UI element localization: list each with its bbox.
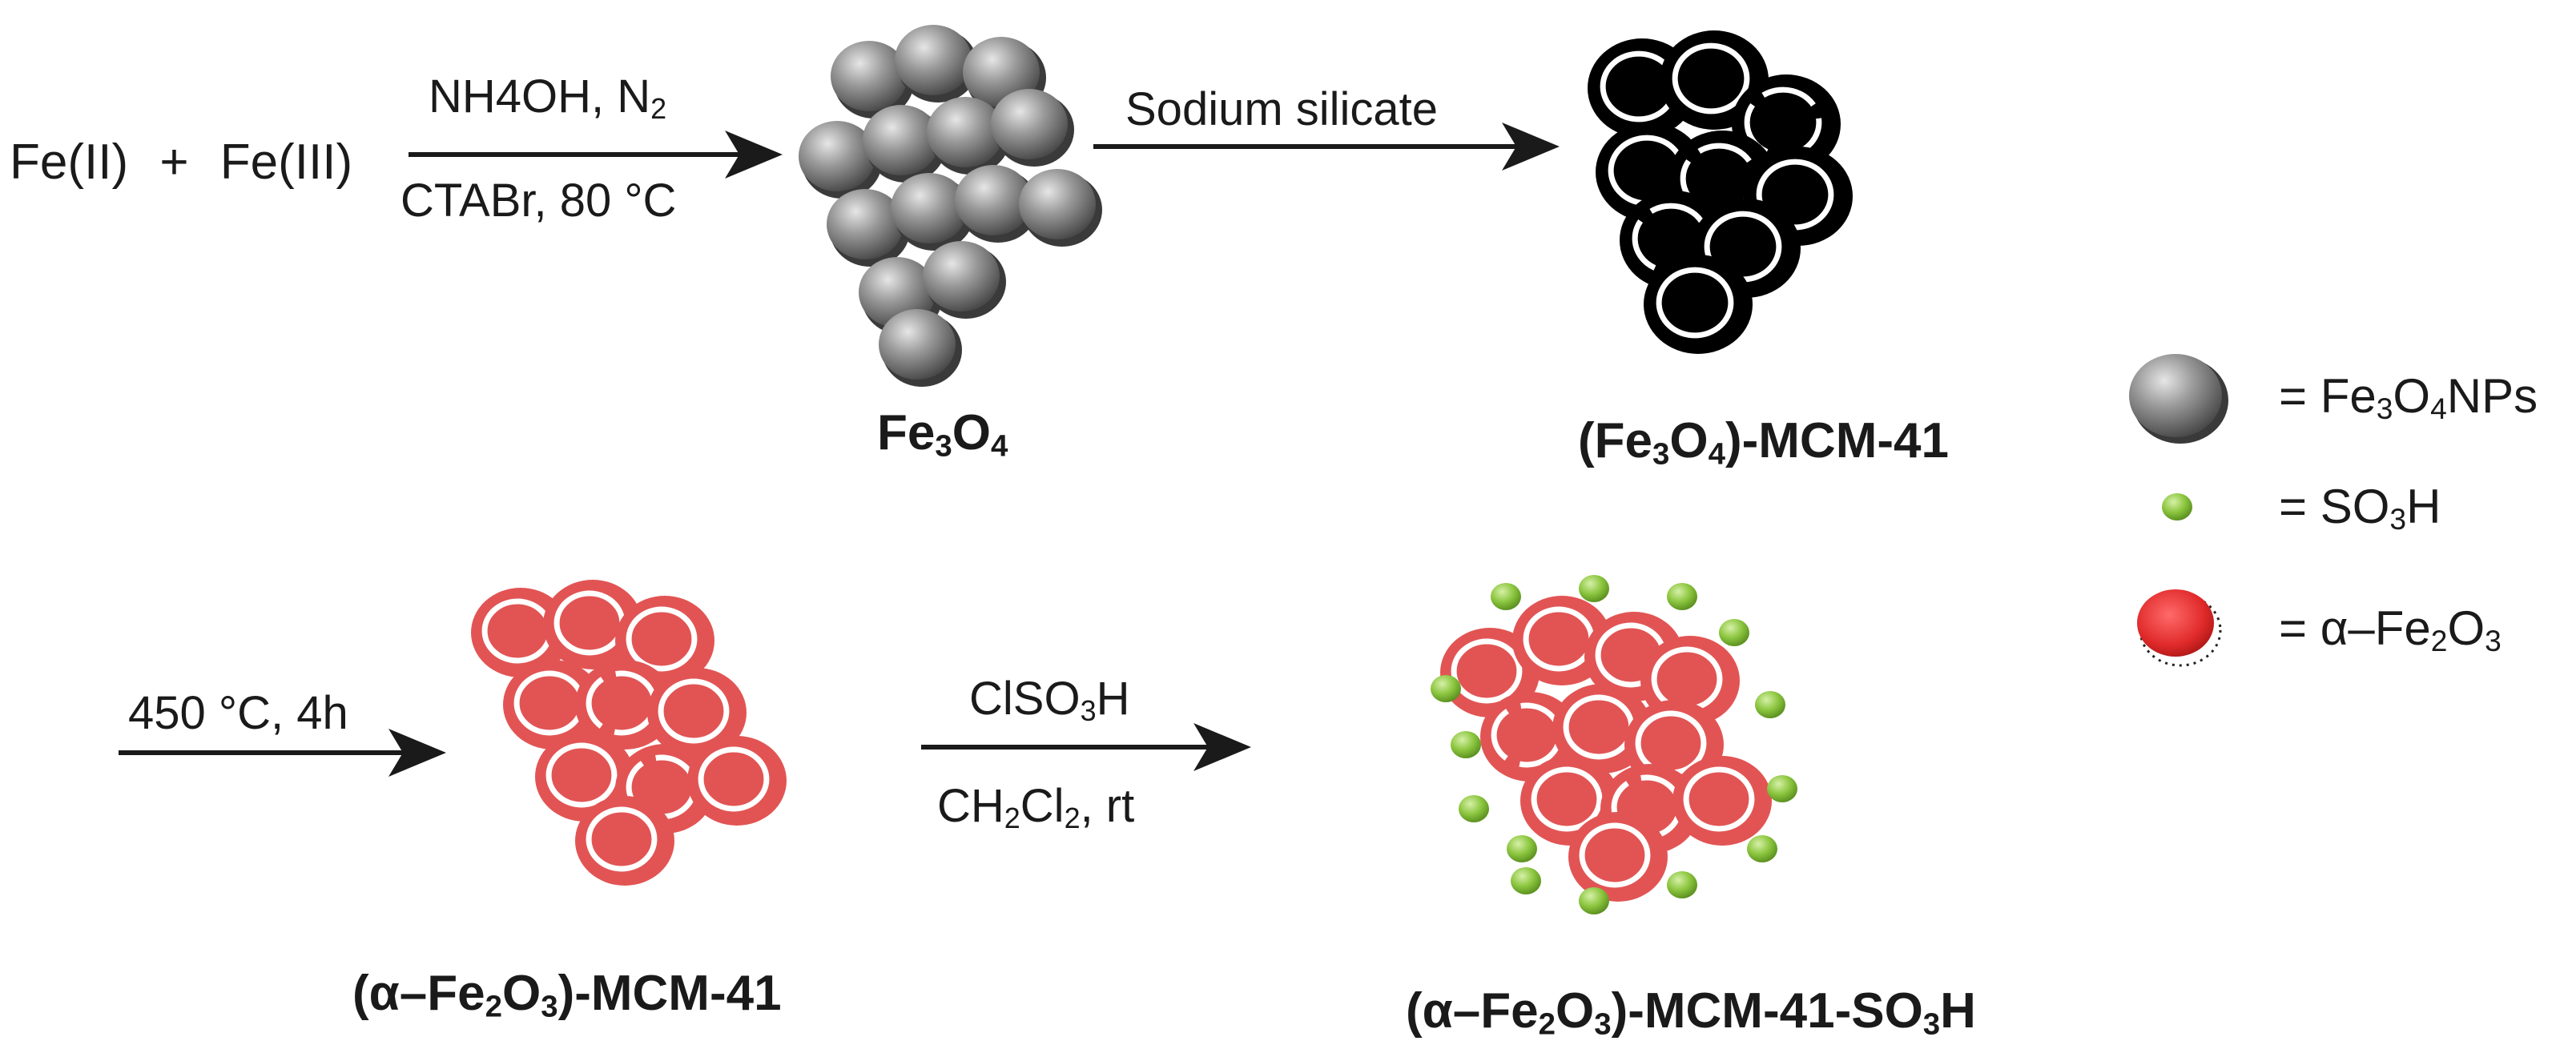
so3h-dot: [1459, 795, 1489, 822]
so3h-dot: [1431, 675, 1461, 702]
alpha-fe2o3-particle: [1672, 756, 1772, 846]
green-dot-icon: [2162, 493, 2192, 520]
legend-alpha-fe2o3: = α–Fe2O3: [2279, 601, 2502, 658]
fe3o4-sphere: [923, 241, 1006, 319]
step3-conditions: 450 °C, 4h: [128, 687, 348, 739]
so3h-dot: [1667, 871, 1697, 898]
so3h-dot: [1667, 583, 1697, 610]
fe3o4-sphere: [1019, 169, 1102, 247]
fe3o4-mcm41-cluster-icon: [1588, 30, 1853, 354]
fe3o4-sphere: [891, 173, 974, 251]
fe3o4-sphere: [991, 89, 1074, 167]
fe3o4-sphere: [879, 309, 962, 387]
alpha-fe2o3-particle: [687, 736, 787, 826]
step1-conditions: CTABr, 80 °C: [400, 175, 677, 227]
red-particle-icon: [2137, 589, 2222, 667]
so3h-dot: [1747, 835, 1777, 862]
fe3o4-sphere: [895, 25, 978, 102]
so3h-dot: [1755, 691, 1785, 718]
so3h-dot: [1719, 619, 1749, 646]
label-fe3o4-mcm41: (Fe3O4)-MCM-41: [1578, 413, 1949, 472]
so3h-dot: [1507, 835, 1537, 862]
fe3o4-sphere: [827, 189, 910, 267]
so3h-dot: [1451, 731, 1481, 758]
step2-reagent: Sodium silicate: [1125, 83, 1439, 135]
reactant-fe2: Fe(II): [10, 135, 129, 190]
alpha-fe2o3-particle: [575, 796, 674, 886]
fe3o4-sphere: [831, 41, 914, 119]
so3h-dot: [1579, 575, 1609, 602]
legend-fe3o4-nps: = Fe3O4NPs: [2279, 369, 2538, 426]
fe3o4-cluster-icon: [799, 25, 1102, 387]
step4-conditions: CH2Cl2, rt: [937, 780, 1135, 834]
alpha-fe2o3-particle: [647, 668, 747, 758]
fe3o4-sphere: [863, 105, 946, 183]
fe3o4-sphere: [927, 97, 1010, 175]
alpha-fe2o3-particle: [1568, 812, 1668, 902]
grey-sphere-icon: [2129, 354, 2228, 444]
so3h-dot: [1491, 583, 1521, 610]
step4-reagent: ClSO3H: [969, 673, 1130, 727]
plus-sign: +: [159, 135, 189, 190]
label-alpha-fe2o3-mcm41: (α–Fe2O3)-MCM-41: [352, 966, 782, 1024]
so3h-dot: [1511, 867, 1541, 894]
mcm41-particle: [1644, 255, 1753, 354]
alpha-fe2o3-mcm41-so3h-cluster-icon: [1431, 575, 1797, 914]
alpha-fe2o3-mcm41-cluster-icon: [471, 580, 787, 886]
legend-so3h: = SO3H: [2279, 480, 2441, 537]
fe3o4-sphere: [799, 121, 882, 199]
fe3o4-sphere: [955, 165, 1038, 243]
so3h-dot: [1767, 775, 1797, 802]
reactant-fe3: Fe(III): [219, 135, 353, 190]
label-alpha-fe2o3-mcm41-so3h: (α–Fe2O3)-MCM-41-SO3H: [1406, 983, 1976, 1042]
label-fe3o4: Fe3O4: [877, 405, 1008, 464]
step1-reagents: NH4OH, N2: [429, 70, 667, 125]
so3h-dot: [1579, 887, 1609, 914]
